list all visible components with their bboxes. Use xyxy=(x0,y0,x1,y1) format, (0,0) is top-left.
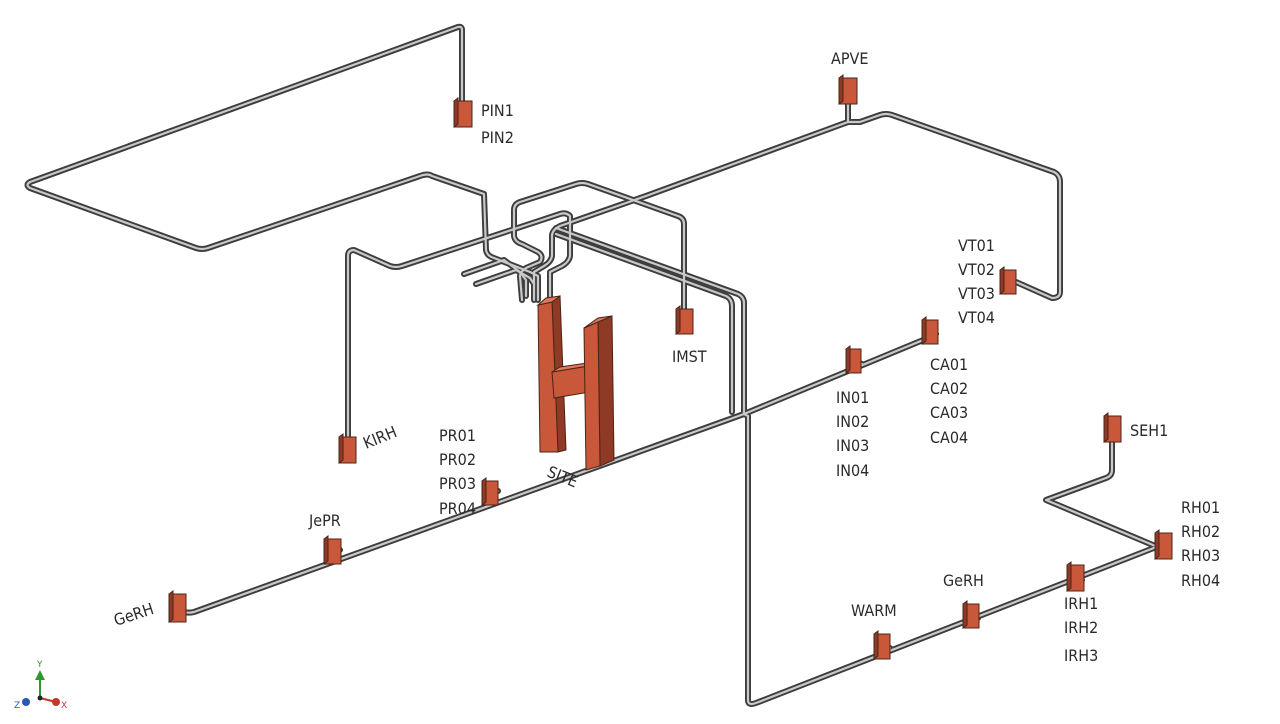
pipe-network xyxy=(24,23,1167,707)
axis-y-label: Y xyxy=(36,660,43,670)
label-seh1: SEH1 xyxy=(1130,421,1168,440)
pipe-kirh-highlight xyxy=(346,212,572,452)
pipe-apve-main xyxy=(531,119,851,303)
label-irh3: IRH3 xyxy=(1064,646,1098,665)
label-pin1: PIN1 xyxy=(481,101,514,120)
label-in02: IN02 xyxy=(836,412,869,431)
label-pr03: PR03 xyxy=(439,474,476,493)
label-rh04: RH04 xyxy=(1181,571,1220,590)
x-axis-arrow-icon xyxy=(52,698,60,706)
label-pr04: PR04 xyxy=(439,499,476,518)
equipment-blocks xyxy=(168,74,1173,660)
y-axis-arrow-icon xyxy=(35,670,45,680)
label-in04: IN04 xyxy=(836,461,869,480)
label-vt01: VT01 xyxy=(958,236,995,255)
z-axis-arrow-icon xyxy=(22,698,30,706)
equipment-kirh[interactable] xyxy=(338,433,357,464)
label-rh01: RH01 xyxy=(1181,498,1220,517)
label-warm: WARM xyxy=(851,601,897,620)
equipment-ca[interactable] xyxy=(921,316,939,345)
label-pr01: PR01 xyxy=(439,426,476,445)
label-vt02: VT02 xyxy=(958,260,995,279)
equipment-irh[interactable] xyxy=(1066,561,1085,592)
equipment-apve[interactable] xyxy=(838,74,858,105)
pipe-bus-2-highlight xyxy=(474,268,536,286)
equipment-in[interactable] xyxy=(845,345,862,374)
axis-x-label: X xyxy=(61,701,67,711)
pipe-apve-main-highlight xyxy=(532,120,850,302)
label-rh03: RH03 xyxy=(1181,546,1220,565)
pipe-imst-highlight xyxy=(512,181,686,318)
pipe-seh1-highlight xyxy=(1044,428,1162,550)
label-imst: IMST xyxy=(672,347,707,366)
label-ca03: CA03 xyxy=(930,403,968,422)
pipe-site-main-highlight xyxy=(554,226,1166,706)
pipe-seh1 xyxy=(1043,427,1163,551)
equipment-warm[interactable] xyxy=(873,630,891,660)
label-jepr: JePR xyxy=(308,511,341,530)
label-vt03: VT03 xyxy=(958,284,995,303)
pipe-bus-in-highlight xyxy=(554,232,734,414)
equipment-vt[interactable] xyxy=(999,266,1017,295)
axis-triad: Y Z X xyxy=(14,660,67,711)
pipe-apve-vt-loop-highlight xyxy=(846,102,1062,300)
equipment-imst[interactable] xyxy=(675,305,694,335)
label-vt04: VT04 xyxy=(958,308,995,327)
label-rh02: RH02 xyxy=(1181,522,1220,541)
site-structure xyxy=(536,295,615,471)
label-kirh: KIRH xyxy=(360,422,399,453)
label-in03: IN03 xyxy=(836,436,869,455)
equipment-gerh-right[interactable] xyxy=(962,600,980,629)
equipment-rh[interactable] xyxy=(1154,529,1173,560)
axis-z-label: Z xyxy=(14,701,20,711)
label-irh1: IRH1 xyxy=(1064,594,1098,613)
equipment-pin[interactable] xyxy=(453,97,473,128)
tag-labels: PIN1 PIN2 APVE VT01 VT02 VT03 VT04 IMST … xyxy=(111,49,1220,665)
label-ca01: CA01 xyxy=(930,355,968,374)
pipe-apve-vt-loop xyxy=(845,101,1063,301)
equipment-seh1[interactable] xyxy=(1103,412,1122,443)
label-apve: APVE xyxy=(831,49,868,68)
equipment-gerh-left[interactable] xyxy=(168,590,187,623)
label-pr02: PR02 xyxy=(439,450,476,469)
pipe-pin-loop-highlight xyxy=(26,25,540,302)
equipment-jepr[interactable] xyxy=(323,535,342,565)
label-gerh-left: GeRH xyxy=(111,599,156,630)
label-ca04: CA04 xyxy=(930,428,968,447)
label-ca02: CA02 xyxy=(930,379,968,398)
label-irh2: IRH2 xyxy=(1064,618,1098,637)
label-in01: IN01 xyxy=(836,388,869,407)
label-gerh-right: GeRH xyxy=(943,571,984,590)
label-pin2: PIN2 xyxy=(481,128,514,147)
equipment-pr[interactable] xyxy=(481,477,499,506)
